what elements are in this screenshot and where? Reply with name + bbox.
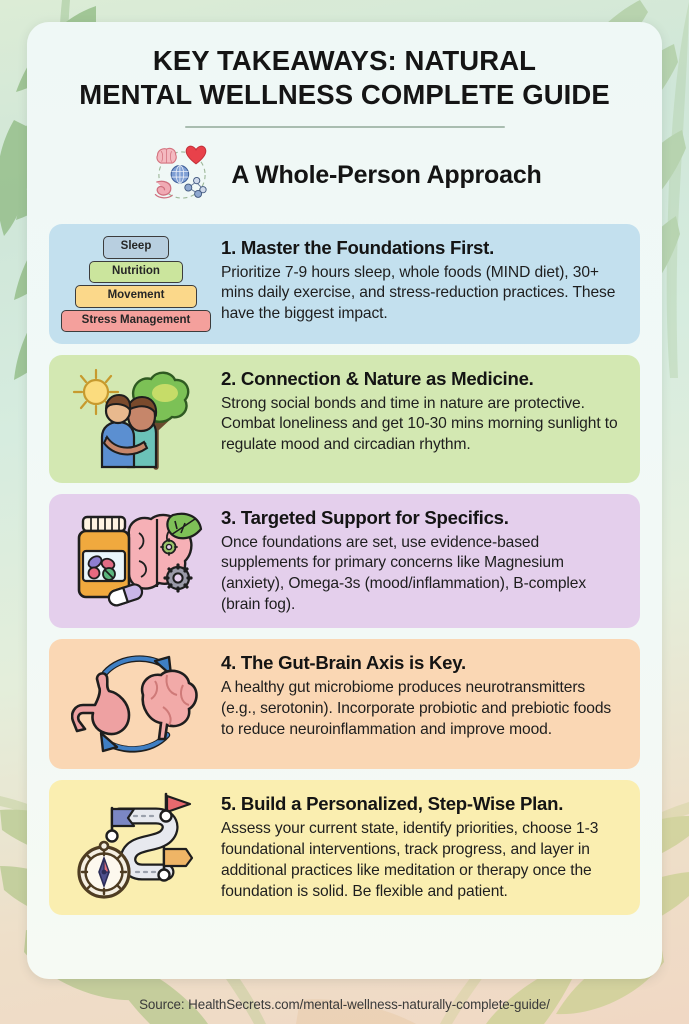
takeaway-card-2: 2. Connection & Nature as Medicine. Stro… [49,355,640,484]
takeaway-card-4-body: 4. The Gut-Brain Axis is Key. A healthy … [221,651,624,740]
takeaway-card-5-body: 5. Build a Personalized, Step-Wise Plan.… [221,792,624,902]
foundation-pyramid-icon: Sleep Nutrition Movement Stress Manageme… [61,236,211,333]
pyramid-level-nutrition: Nutrition [89,260,183,284]
takeaway-card-3-body: 3. Targeted Support for Specifics. Once … [221,506,624,616]
content-sheet: KEY TAKEAWAYS: NATURAL MENTAL WELLNESS C… [27,22,662,979]
sun-tree-embrace-icon [61,367,211,471]
pyramid-level-sleep: Sleep [103,236,169,259]
pyramid-level-movement: Movement [75,285,197,308]
takeaway-card-5-title: 5. Build a Personalized, Step-Wise Plan. [221,793,564,815]
takeaway-card-1-text: Prioritize 7-9 hours sleep, whole foods … [221,263,616,323]
takeaway-card-5: 5. Build a Personalized, Step-Wise Plan.… [49,780,640,915]
takeaway-card-5-text: Assess your current state, identify prio… [221,819,599,900]
brain-heart-gut-network-icon [147,140,217,210]
takeaway-card-4: 4. The Gut-Brain Axis is Key. A healthy … [49,639,640,770]
page-title: KEY TAKEAWAYS: NATURAL MENTAL WELLNESS C… [57,44,632,112]
takeaway-card-1-body: 1. Master the Foundations First. Priorit… [221,236,624,325]
takeaway-card-4-title: 4. The Gut-Brain Axis is Key. [221,652,466,674]
page-title-line-2: MENTAL WELLNESS COMPLETE GUIDE [79,79,610,111]
pyramid-level-stress-management: Stress Management [61,309,211,333]
takeaway-card-4-text: A healthy gut microbiome produces neurot… [221,678,612,738]
page-title-line-1: KEY TAKEAWAYS: NATURAL [152,45,537,76]
page-subtitle: A Whole-Person Approach [231,160,542,189]
takeaway-card-2-title: 2. Connection & Nature as Medicine. [221,368,534,390]
stomach-brain-arrows-icon [61,651,211,757]
takeaway-card-2-text: Strong social bonds and time in nature a… [221,394,618,454]
takeaway-card-1: Sleep Nutrition Movement Stress Manageme… [49,224,640,345]
takeaway-card-3-title: 3. Targeted Support for Specifics. [221,507,509,529]
takeaway-card-3-text: Once foundations are set, use evidence-b… [221,533,587,614]
title-divider [184,126,505,129]
takeaway-card-1-title: 1. Master the Foundations First. [221,237,495,259]
takeaway-card-list: Sleep Nutrition Movement Stress Manageme… [27,224,662,915]
takeaway-card-3: 3. Targeted Support for Specifics. Once … [49,494,640,629]
title-block: KEY TAKEAWAYS: NATURAL MENTAL WELLNESS C… [27,22,662,129]
supplement-bottle-brain-icon [61,507,211,615]
source-attribution: Source: HealthSecrets.com/mental-wellnes… [139,997,550,1012]
subtitle-row: A Whole-Person Approach [27,140,662,210]
roadmap-compass-flag-icon [61,792,211,902]
takeaway-card-2-body: 2. Connection & Nature as Medicine. Stro… [221,367,624,456]
